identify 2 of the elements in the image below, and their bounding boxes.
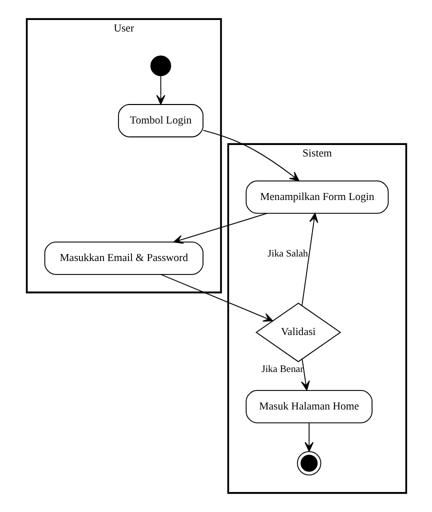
edge-label: Jika Salah [267, 248, 308, 260]
edge-label: Jika Benar [260, 364, 303, 375]
